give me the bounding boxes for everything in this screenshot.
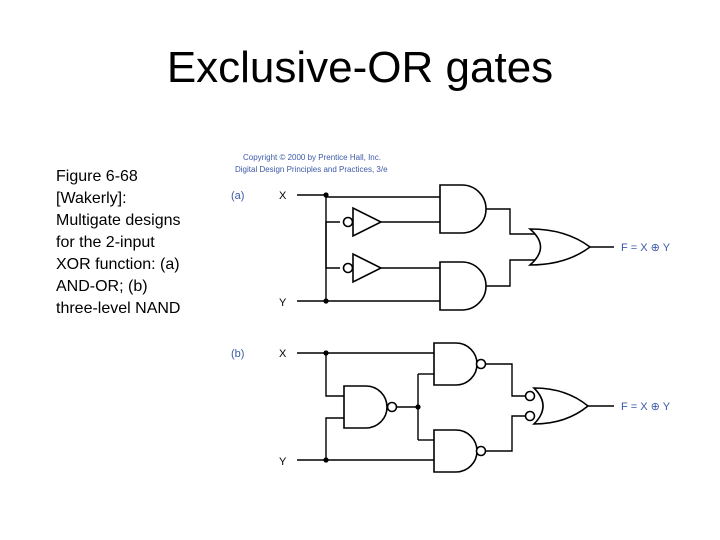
input-y-label: Y — [279, 297, 287, 309]
junction-dot — [323, 350, 329, 356]
wire — [297, 194, 440, 198]
part-b-label: (b) — [231, 348, 244, 360]
wire — [486, 208, 536, 235]
inverter-bubble — [475, 445, 487, 457]
wire — [486, 259, 536, 287]
junction-dot — [323, 457, 329, 463]
caption-line: Multigate designs — [56, 212, 181, 229]
wire — [325, 221, 340, 301]
inverter-bubble — [524, 390, 536, 402]
caption-line: [Wakerly]: — [56, 190, 127, 207]
wire — [325, 353, 344, 397]
output-label: F = X ⊕ Y — [621, 242, 671, 254]
junction-dot — [323, 298, 329, 304]
wire — [325, 195, 340, 269]
and-gate — [439, 184, 487, 234]
caption-line: AND-OR; (b) — [56, 278, 148, 295]
inverter-gate — [352, 206, 383, 238]
caption-line: three-level NAND — [56, 300, 181, 317]
inverter-bubble — [524, 410, 536, 422]
wire — [486, 415, 526, 452]
inverter-bubble — [475, 358, 487, 370]
nand-gate — [433, 429, 478, 473]
nand-gate — [433, 342, 478, 386]
slide-title: Exclusive-OR gates — [166, 43, 554, 92]
caption-line: XOR function: (a) — [56, 256, 180, 273]
inverter-bubble — [386, 401, 398, 413]
inverter-bubble — [342, 216, 354, 228]
and-gate — [439, 261, 487, 311]
inverter-gate — [352, 252, 383, 284]
circuit-b: (b) X Y F = X ⊕ Y — [231, 342, 671, 473]
input-y-label: Y — [279, 456, 287, 468]
junction-dot — [323, 192, 329, 198]
part-a-label: (a) — [231, 190, 244, 202]
figure-caption: Figure 6-68 [Wakerly]: Multigate designs… — [56, 166, 216, 320]
output-label: F = X ⊕ Y — [621, 401, 671, 413]
caption-line: for the 2-input — [56, 234, 155, 251]
circuit-a: (a) X Y F = X ⊕ Y — [231, 184, 671, 311]
wire — [325, 417, 344, 460]
wire — [486, 363, 526, 397]
copyright-line: Digital Design Principles and Practices,… — [235, 165, 388, 174]
or-gate — [532, 387, 590, 425]
caption-line: Figure 6-68 — [56, 168, 138, 185]
input-x-label: X — [279, 190, 287, 202]
inverter-bubble — [342, 262, 354, 274]
or-gate — [527, 228, 592, 266]
input-x-label: X — [279, 348, 287, 360]
copyright-line: Copyright © 2000 by Prentice Hall, Inc. — [243, 153, 381, 162]
nand-gate — [343, 385, 388, 429]
